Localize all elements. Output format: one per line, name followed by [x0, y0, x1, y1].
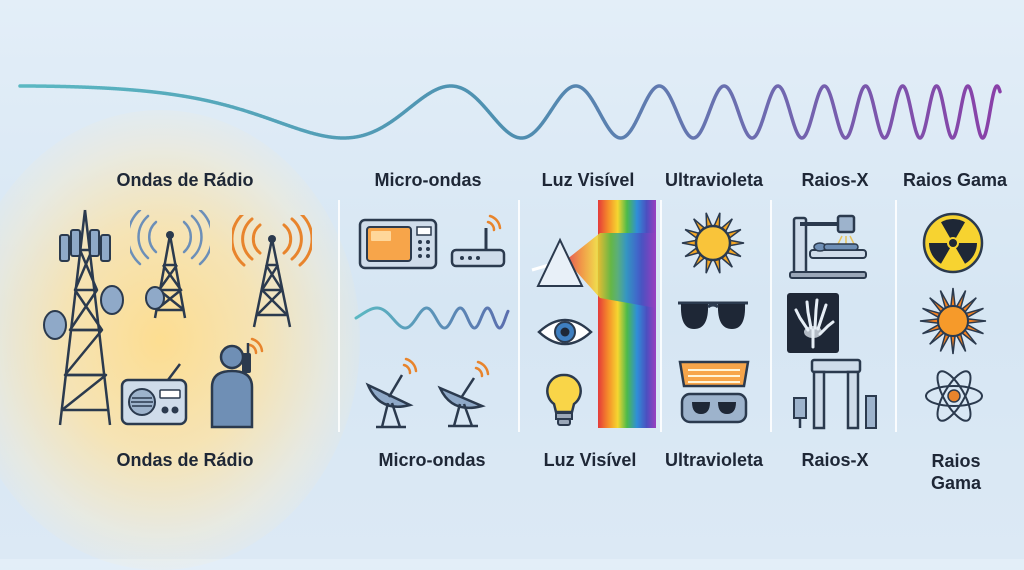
label-gamma-top: Raios Gama — [902, 170, 1008, 190]
label-microwave-top: Micro-ondas — [374, 170, 482, 190]
label-visible-bottom: Luz Visível — [543, 450, 637, 470]
security-scanner-icon — [793, 358, 877, 430]
tanning-bed-icon — [678, 360, 750, 424]
label-ultraviolet-top: Ultravioleta — [664, 170, 764, 190]
microwave-wave-icon — [354, 306, 510, 330]
sunglasses-icon — [678, 301, 748, 329]
label-gamma-bottom-line1: Raios — [931, 451, 981, 471]
label-radio-bottom: Ondas de Rádio — [116, 450, 254, 470]
eye-icon — [537, 318, 593, 346]
satellite-dish-icon — [365, 357, 418, 429]
label-gamma-bottom-line2: Gama — [930, 473, 982, 493]
xray-hand-icon — [787, 293, 839, 353]
label-gamma-bottom: Raios Gama — [906, 450, 1006, 494]
walkie-talkie-person-icon — [210, 337, 264, 429]
prism-icon — [536, 237, 584, 287]
separator — [770, 200, 772, 432]
label-xray-bottom: Raios-X — [801, 450, 869, 470]
spectrum-wave — [18, 84, 1002, 140]
label-xray-top: Raios-X — [801, 170, 869, 190]
separator — [660, 200, 662, 432]
xray-machine-icon — [789, 214, 867, 279]
radio-antenna-icon — [130, 210, 210, 319]
cell-tower-icon — [43, 209, 124, 426]
separator — [518, 200, 520, 432]
separator — [895, 200, 897, 432]
separator — [338, 200, 340, 432]
gamma-star-icon — [919, 287, 987, 355]
broadcast-tower-icon — [232, 215, 312, 328]
microwave-oven-icon — [358, 218, 438, 270]
label-ultraviolet-bottom: Ultravioleta — [664, 450, 764, 470]
label-visible-top: Luz Visível — [541, 170, 635, 190]
label-microwave-bottom: Micro-ondas — [378, 450, 486, 470]
radio-icon — [120, 363, 188, 426]
label-radio-top: Ondas de Rádio — [116, 170, 254, 190]
wifi-router-icon — [450, 214, 506, 268]
light-bulb-icon — [546, 373, 582, 426]
satellite-dish-icon — [437, 360, 490, 428]
atom-icon — [925, 370, 983, 422]
light-beam — [566, 233, 656, 308]
rainbow-spectrum — [531, 200, 656, 428]
sun-icon — [681, 212, 745, 274]
radiation-symbol-icon — [922, 212, 984, 274]
radio-band-highlight — [0, 110, 360, 570]
